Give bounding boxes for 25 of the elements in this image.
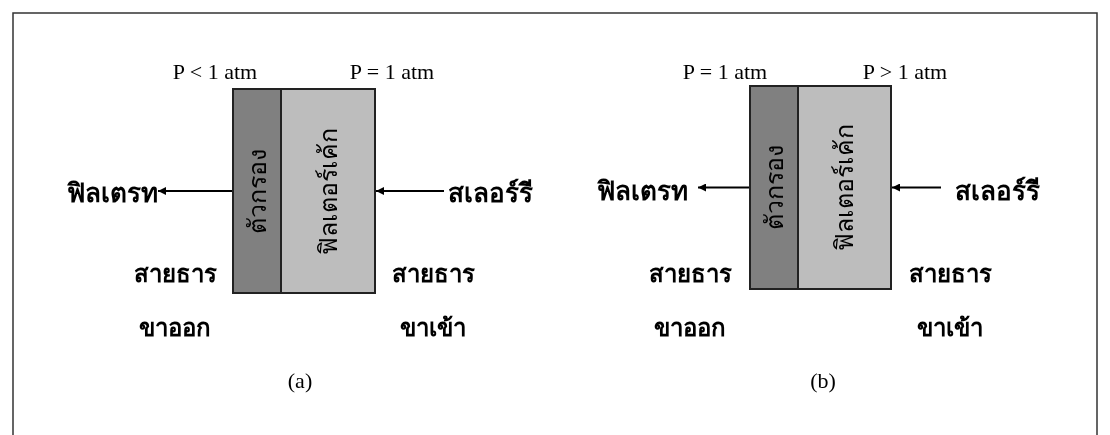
stream-label: สายธาร (648, 259, 732, 289)
pressure-label: P > 1 atm (862, 59, 948, 85)
pressure-label: P = 1 atm (682, 59, 768, 85)
stream-label: ขาออก (139, 313, 211, 343)
stream-label: ขาเข้า (917, 313, 983, 343)
pressure-label: P = 1 atm (349, 59, 435, 85)
pressure-label: P < 1 atm (172, 59, 258, 85)
stream-label: ฟิลเตรท (590, 170, 694, 210)
panel-label: (a) (287, 368, 313, 394)
panel-label: (b) (810, 368, 836, 394)
arrow (697, 183, 750, 192)
stream-label: สายธาร (133, 259, 217, 289)
stream-label: ขาเข้า (400, 313, 466, 343)
stream-label: สายธาร (908, 259, 992, 289)
stream-label: สายธาร (391, 259, 475, 289)
cake-layer: ฟิลเตอร์เค้ก (280, 88, 376, 294)
stream-label: สเลอร์รี (945, 170, 1049, 210)
stream-label: ขาออก (654, 313, 726, 343)
arrow (157, 187, 233, 195)
arrow (375, 187, 445, 195)
cake-layer: ฟิลเตอร์เค้ก (797, 85, 892, 290)
filter-layer: ตัวกรอง (749, 85, 799, 290)
filter-layer: ตัวกรอง (232, 88, 282, 294)
stream-label: สเลอร์รี (448, 172, 532, 212)
arrow (891, 183, 942, 192)
